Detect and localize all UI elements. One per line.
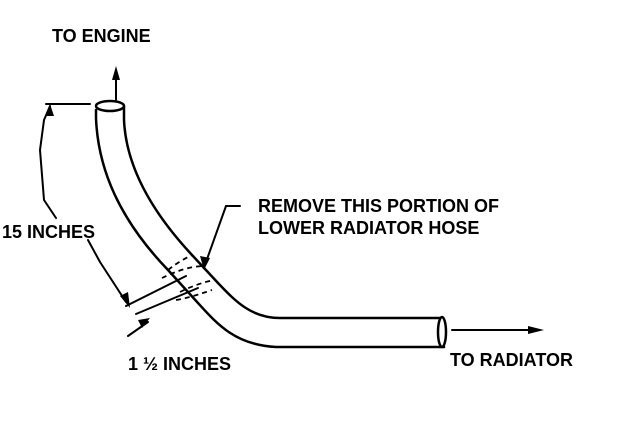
to-radiator-label: TO RADIATOR xyxy=(450,350,573,370)
fifteen-inches-label: 15 INCHES xyxy=(2,222,95,242)
leader-diagonal xyxy=(205,205,227,263)
remove-label-line2: LOWER RADIATOR HOSE xyxy=(258,218,479,238)
dimension-tick-bottom xyxy=(125,275,187,307)
hose-inner-wall xyxy=(122,104,442,320)
cut-line-upper xyxy=(167,254,193,271)
to-radiator-arrow xyxy=(451,326,544,334)
small-dimension-tick xyxy=(135,287,199,315)
hose-top-end xyxy=(94,99,126,113)
one-half-inches-label: 1 ½ INCHES xyxy=(128,354,231,374)
cut-line-lower xyxy=(179,279,215,293)
to-engine-label: TO ENGINE xyxy=(52,26,151,46)
remove-portion-leader xyxy=(200,205,241,270)
hose-outer-wall xyxy=(94,108,446,349)
one-half-inch-dimension xyxy=(127,287,199,337)
to-engine-arrow xyxy=(112,66,120,101)
cut-line-lower-back xyxy=(175,289,213,301)
dimension-line-lower xyxy=(87,239,127,303)
fifteen-inch-dimension xyxy=(39,103,187,308)
dimension-line-upper xyxy=(39,105,57,219)
hose-right-end xyxy=(436,315,448,349)
remove-label-line1: REMOVE THIS PORTION OF xyxy=(258,196,499,216)
cut-line-upper-back xyxy=(161,265,205,279)
radiator-hose xyxy=(94,99,448,349)
